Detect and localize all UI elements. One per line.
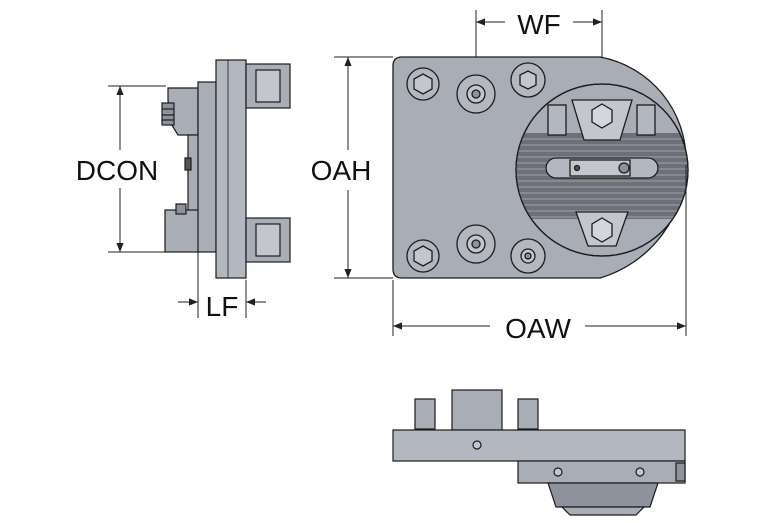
oaw-dimension: OAW bbox=[392, 165, 687, 344]
dcon-label: DCON bbox=[76, 155, 158, 186]
lf-label: LF bbox=[206, 291, 239, 322]
lf-dimension: LF bbox=[178, 252, 266, 322]
top-flange bbox=[517, 460, 686, 484]
lower-clamp bbox=[164, 209, 200, 253]
dcon-dimension: DCON bbox=[76, 85, 166, 253]
main-plate bbox=[215, 59, 247, 279]
screw-top-1 bbox=[456, 74, 496, 114]
flange bbox=[197, 81, 217, 253]
top-tab-left bbox=[414, 398, 436, 430]
top-boss bbox=[451, 389, 503, 431]
side-view bbox=[161, 59, 291, 279]
top-view bbox=[392, 389, 686, 516]
top-coupling bbox=[547, 482, 659, 508]
screw-bottom-2 bbox=[510, 238, 546, 274]
hex-bolt-bottom-left bbox=[406, 239, 440, 273]
screw-bottom-1 bbox=[456, 224, 496, 264]
top-plate bbox=[392, 429, 686, 462]
coupling-disc bbox=[515, 83, 689, 257]
hex-bolt-top-left bbox=[406, 67, 440, 101]
oaw-label: OAW bbox=[505, 313, 571, 344]
oah-dimension: OAH bbox=[311, 56, 393, 279]
top-tab-right bbox=[517, 398, 539, 430]
screw-top-2 bbox=[510, 62, 546, 98]
wf-dimension: WF bbox=[475, 9, 603, 57]
upper-screw bbox=[161, 102, 175, 126]
front-view bbox=[392, 56, 689, 279]
oah-label: OAH bbox=[311, 155, 372, 186]
wf-label: WF bbox=[517, 9, 561, 40]
